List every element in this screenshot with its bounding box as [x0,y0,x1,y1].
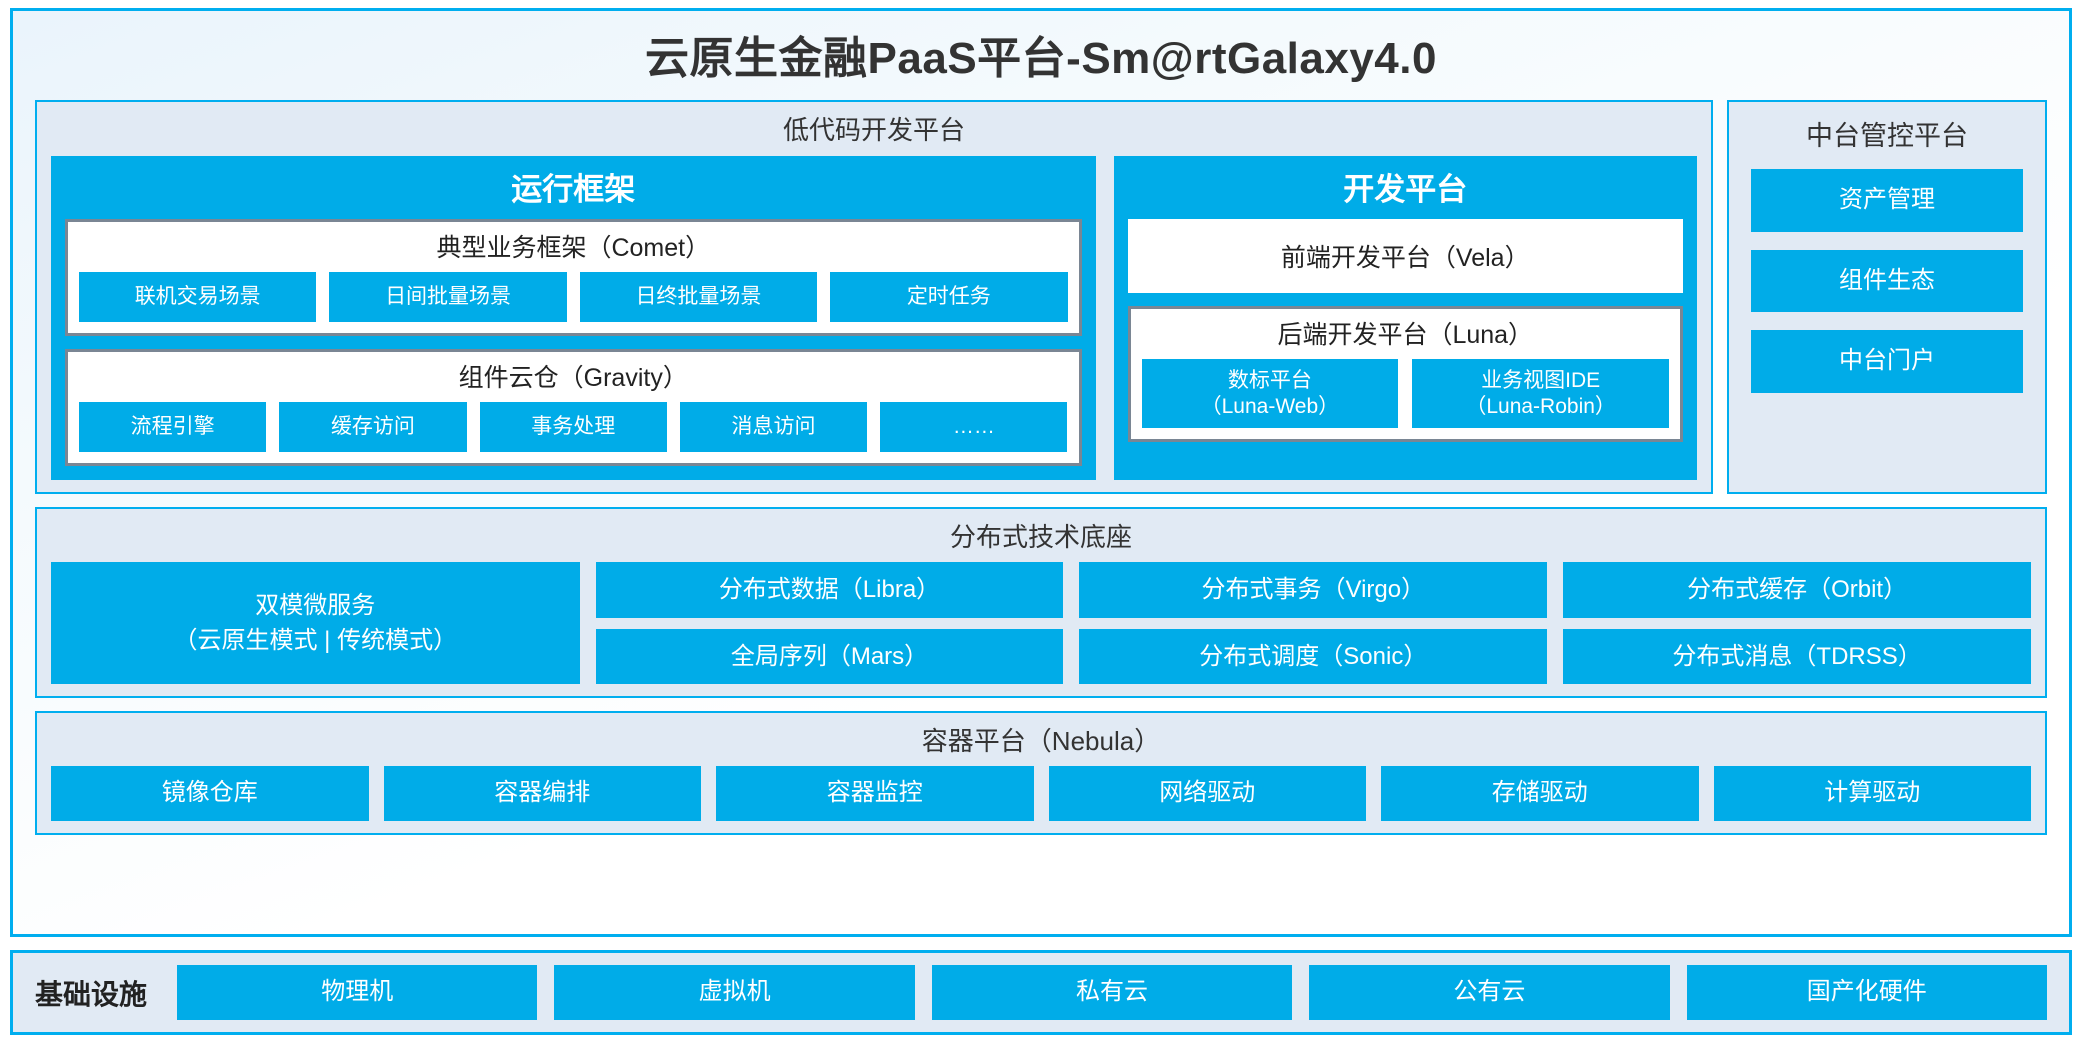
gravity-title: 组件云仓（Gravity） [458,364,688,393]
backend-platform-luna-title: 后端开发平台（Luna） [1277,320,1534,349]
luna-item-luna-web[interactable]: 数标平台 （Luna-Web） [1141,358,1399,429]
runtime-framework-block: 运行框架 典型业务框架（Comet） 联机交易场景 日间批量场景 日终批量场景 … [51,155,1096,481]
dual-mode-microservice-column: 双模微服务 （云原生模式 | 传统模式） [51,562,580,684]
distributed-column-2: 分布式事务（Virgo） 分布式调度（Sonic） [1079,562,1548,684]
distributed-base-grid: 双模微服务 （云原生模式 | 传统模式） 分布式数据（Libra） 全局序列（M… [51,562,2031,684]
control-item-portal[interactable]: 中台门户 [1751,330,2023,394]
lowcode-platform-panel: 低代码开发平台 运行框架 典型业务框架（Comet） 联机交易场景 日间批量场景… [35,100,1713,495]
luna-robin-name: 业务视图IDE [1481,368,1601,392]
container-platform-title: 容器平台（Nebula） [921,725,1161,756]
container-item-image-registry[interactable]: 镜像仓库 [51,766,369,821]
control-item-asset-management[interactable]: 资产管理 [1751,168,2023,232]
comet-item-3[interactable]: 定时任务 [830,271,1068,323]
infrastructure-card: 基础设施 物理机 虚拟机 私有云 公有云 国产化硬件 [10,950,2072,1035]
distributed-column-1: 分布式数据（Libra） 全局序列（Mars） [595,562,1064,684]
distributed-cell-orbit[interactable]: 分布式缓存（Orbit） [1563,562,2031,618]
distributed-cell-tdrss[interactable]: 分布式消息（TDRSS） [1563,628,2031,684]
comet-title: 典型业务框架（Comet） [436,233,711,262]
control-platform-title: 中台管控平台 [1806,121,1968,152]
luna-items-row: 数标平台 （Luna-Web） 业务视图IDE （Luna-Robin） [1141,358,1670,429]
platform-main-card: 云原生金融PaaS平台-Sm@rtGalaxy4.0 低代码开发平台 运行框架 … [10,8,2072,938]
lowcode-platform-body: 运行框架 典型业务框架（Comet） 联机交易场景 日间批量场景 日终批量场景 … [51,155,1697,481]
comet-item-2[interactable]: 日终批量场景 [579,271,818,323]
distributed-cell-virgo[interactable]: 分布式事务（Virgo） [1079,562,1548,618]
container-platform-panel: 容器平台（Nebula） 镜像仓库 容器编排 容器监控 网络驱动 存储驱动 计算… [35,710,2047,835]
comet-item-1[interactable]: 日间批量场景 [329,271,567,323]
infrastructure-item-physical-machine[interactable]: 物理机 [177,965,538,1020]
backend-platform-luna-box: 后端开发平台（Luna） 数标平台 （Luna-Web） 业务视图IDE （Lu… [1127,305,1683,443]
container-item-monitoring[interactable]: 容器监控 [716,766,1034,821]
luna-robin-sub: （Luna-Robin） [1465,395,1616,419]
infrastructure-item-virtual-machine[interactable]: 虚拟机 [554,965,915,1020]
dual-mode-microservice-cell[interactable]: 双模微服务 （云原生模式 | 传统模式） [51,562,580,684]
gravity-item-3[interactable]: 消息访问 [679,402,868,453]
control-platform-items: 资产管理 组件生态 中台门户 [1751,168,2023,478]
comet-item-0[interactable]: 联机交易场景 [79,271,317,323]
distributed-column-3: 分布式缓存（Orbit） 分布式消息（TDRSS） [1563,562,2031,684]
container-items-row: 镜像仓库 容器编排 容器监控 网络驱动 存储驱动 计算驱动 [51,766,2031,821]
luna-item-luna-robin[interactable]: 业务视图IDE （Luna-Robin） [1412,358,1670,429]
development-platform-title: 开发平台 [1343,171,1468,207]
container-item-orchestration[interactable]: 容器编排 [383,766,701,821]
container-item-network-driver[interactable]: 网络驱动 [1048,766,1366,821]
gravity-item-0[interactable]: 流程引擎 [79,402,267,453]
comet-box: 典型业务框架（Comet） 联机交易场景 日间批量场景 日终批量场景 定时任务 [65,218,1082,337]
luna-web-sub: （Luna-Web） [1200,395,1340,419]
lowcode-platform-title: 低代码开发平台 [782,115,965,146]
infrastructure-item-private-cloud[interactable]: 私有云 [931,965,1293,1020]
gravity-item-2[interactable]: 事务处理 [479,402,667,453]
distributed-cell-libra[interactable]: 分布式数据（Libra） [595,562,1064,618]
runtime-framework-title: 运行框架 [511,171,636,207]
distributed-cell-mars[interactable]: 全局序列（Mars） [595,628,1064,684]
distributed-cell-sonic[interactable]: 分布式调度（Sonic） [1079,628,1548,684]
infrastructure-label: 基础设施 [35,978,148,1010]
distributed-base-panel: 分布式技术底座 双模微服务 （云原生模式 | 传统模式） 分布式数据（Libra… [35,507,2047,698]
gravity-items-row: 流程引擎 缓存访问 事务处理 消息访问 …… [79,402,1068,453]
development-platform-block: 开发平台 前端开发平台（Vela） 后端开发平台（Luna） 数标平台 （Lun… [1113,155,1697,481]
distributed-base-title: 分布式技术底座 [949,522,1132,553]
page-title: 云原生金融PaaS平台-Sm@rtGalaxy4.0 [645,34,1437,83]
spacer-2 [35,698,2047,711]
top-row: 低代码开发平台 运行框架 典型业务框架（Comet） 联机交易场景 日间批量场景… [35,100,2047,495]
gravity-item-more[interactable]: …… [880,402,1068,453]
container-item-compute-driver[interactable]: 计算驱动 [1713,766,2031,821]
dual-mode-microservice-line1: 双模微服务 [255,591,376,619]
gravity-box: 组件云仓（Gravity） 流程引擎 缓存访问 事务处理 消息访问 …… [65,349,1082,467]
control-platform-panel: 中台管控平台 资产管理 组件生态 中台门户 [1727,100,2047,495]
luna-web-name: 数标平台 [1227,368,1312,392]
infrastructure-item-domestic-hardware[interactable]: 国产化硬件 [1686,965,2047,1020]
comet-items-row: 联机交易场景 日间批量场景 日终批量场景 定时任务 [79,271,1068,323]
frontend-platform-vela[interactable]: 前端开发平台（Vela） [1127,218,1683,293]
spacer-1 [35,494,2047,507]
gravity-item-1[interactable]: 缓存访问 [279,402,467,453]
control-item-component-ecosystem[interactable]: 组件生态 [1751,249,2023,313]
infrastructure-items: 物理机 虚拟机 私有云 公有云 国产化硬件 [177,965,2047,1020]
dual-mode-microservice-line2: （云原生模式 | 传统模式） [173,627,458,655]
container-item-storage-driver[interactable]: 存储驱动 [1381,766,1699,821]
infrastructure-item-public-cloud[interactable]: 公有云 [1309,965,1670,1020]
